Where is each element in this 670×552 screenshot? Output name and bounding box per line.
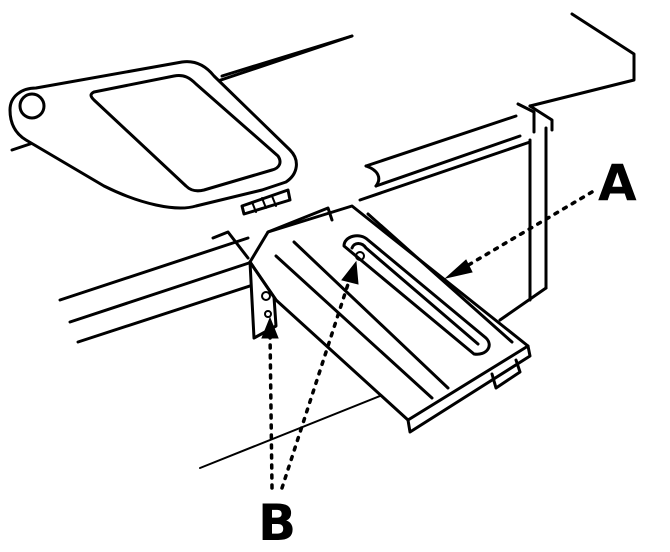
card-tab bbox=[8, 60, 298, 216]
mounting-plate bbox=[248, 204, 532, 434]
device-base bbox=[58, 230, 421, 469]
callout-label-b: B bbox=[258, 494, 297, 552]
callout-b-pointers bbox=[261, 260, 359, 490]
callout-a-pointer bbox=[444, 190, 594, 279]
callout-label-a: A bbox=[598, 154, 637, 212]
